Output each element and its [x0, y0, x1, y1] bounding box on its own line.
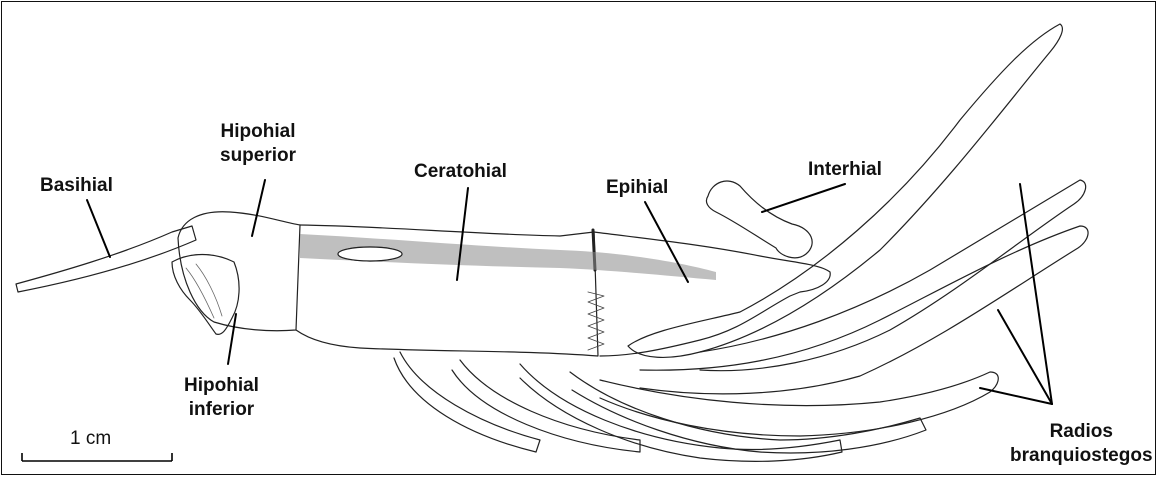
label-hipohial-inferior: Hipohial inferior	[184, 374, 259, 422]
leader-hipohial-inferior	[228, 314, 236, 364]
interhial-bone	[706, 181, 812, 258]
leader-radios-1	[1020, 184, 1052, 404]
branchiostegal-ray	[394, 352, 540, 452]
hipohial-superior-bone	[178, 212, 300, 331]
branchiostegal-ray	[520, 364, 842, 461]
epihial-bone	[594, 232, 830, 356]
basihial-bone	[16, 226, 196, 292]
scale-bar	[22, 453, 172, 461]
label-hipohial-inferior-line2: inferior	[184, 398, 259, 422]
leader-radios-3	[980, 388, 1052, 404]
label-radios-branquiostegos: Radios branquiostegos	[1010, 420, 1153, 468]
leader-interhial	[762, 184, 845, 212]
branchiostegal-ray	[640, 226, 1088, 394]
label-radios-line2: branquiostegos	[1010, 444, 1153, 468]
label-radios-line1: Radios	[1010, 420, 1153, 444]
branchiostegal-ray	[600, 372, 998, 436]
label-interhial: Interhial	[808, 158, 882, 182]
leader-hipohial-superior	[252, 180, 265, 236]
label-ceratohial: Ceratohial	[414, 160, 507, 184]
branchiostegal-ray	[628, 24, 1062, 357]
label-hipohial-superior-line2: superior	[220, 144, 296, 168]
label-hipohial-superior-line1: Hipohial	[220, 120, 296, 144]
branchiostegal-ray	[700, 180, 1086, 371]
scale-bar-label: 1 cm	[70, 428, 111, 450]
label-hipohial-inferior-line1: Hipohial	[184, 374, 259, 398]
label-basihial: Basihial	[40, 174, 113, 198]
leader-ceratohial	[457, 188, 468, 280]
leader-basihial	[87, 200, 110, 257]
leader-radios-2	[998, 310, 1052, 404]
branchiostegal-ray	[570, 372, 926, 453]
branchiostegal-ray	[452, 360, 640, 452]
label-epihial: Epihial	[606, 176, 668, 200]
label-hipohial-superior: Hipohial superior	[220, 120, 296, 168]
